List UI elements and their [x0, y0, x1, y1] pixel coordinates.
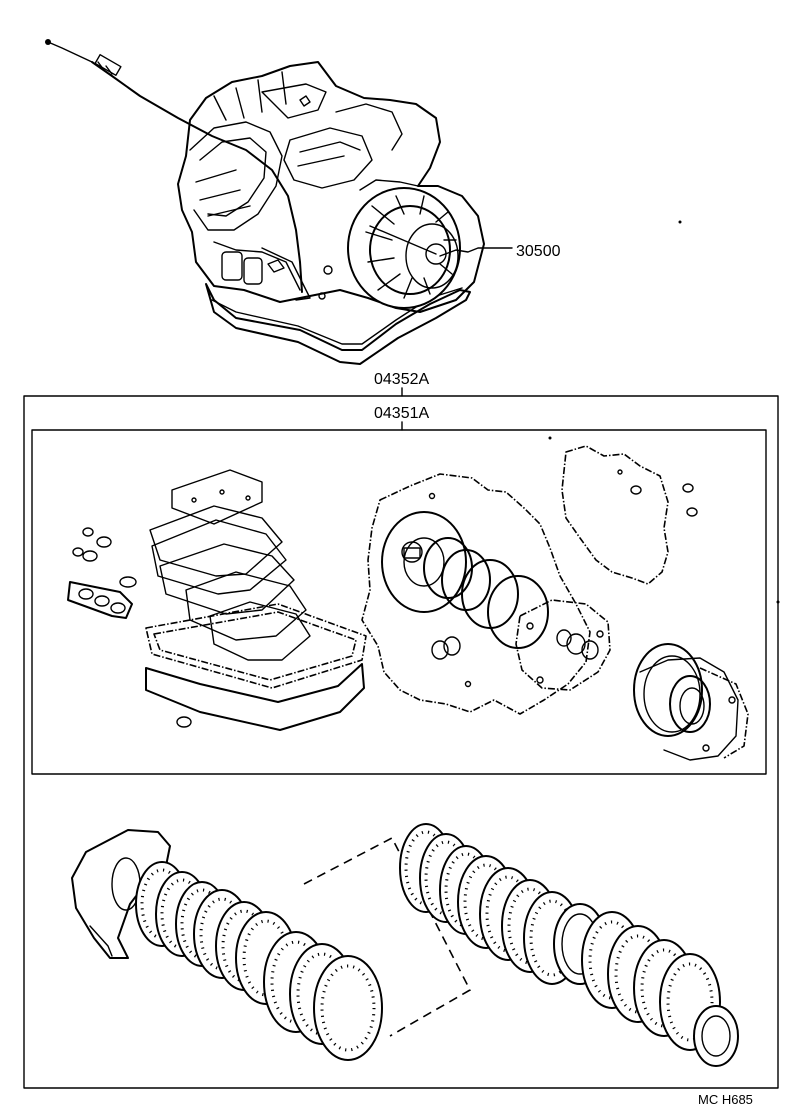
gasket-kit-frame: [31, 429, 767, 775]
overhaul-kit-frame: [23, 395, 779, 1089]
part-number-04351a: 04351A: [374, 405, 429, 422]
part-number-30500: 30500: [516, 243, 561, 260]
gasket-kit-illustration: [67, 445, 749, 761]
clutch-disc-sets-illustration: [71, 823, 739, 1067]
transmission-assembly-illustration: [45, 39, 513, 365]
illustration-code: MC H685: [698, 1092, 753, 1107]
part-number-04352a: 04352A: [374, 371, 429, 388]
